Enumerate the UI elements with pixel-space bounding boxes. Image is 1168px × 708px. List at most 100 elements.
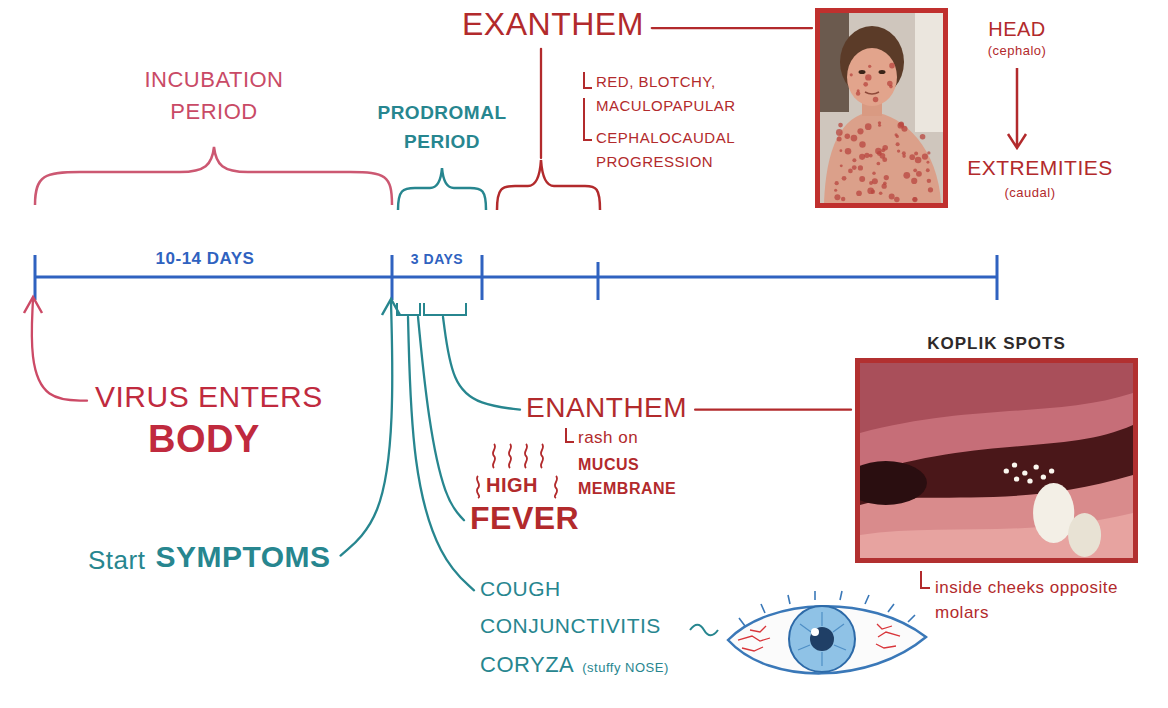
rash-spot	[857, 89, 860, 92]
rash-note: rash on	[578, 428, 638, 448]
rash-spot	[883, 182, 887, 186]
koplik-spot	[1027, 479, 1032, 484]
rash-spot	[922, 154, 928, 160]
rash-spot	[845, 148, 852, 155]
rash-spot	[836, 129, 843, 136]
body-part: HEAD	[988, 18, 1046, 41]
rash-spot	[913, 168, 917, 172]
exanthem-brace	[497, 160, 600, 210]
lower-lip	[860, 513, 1133, 558]
leader-line	[540, 49, 542, 158]
rash-spot	[834, 189, 837, 192]
symptom-label: COUGH	[480, 577, 561, 601]
body-part-note: (cephalo)	[988, 44, 1047, 59]
timeline-axis	[35, 276, 997, 279]
prodromal-brace	[398, 168, 486, 210]
symptom-note: (stuffy NOSE)	[582, 661, 668, 676]
child-mouth	[865, 92, 879, 94]
incubation-brace	[35, 147, 392, 205]
rash-spot	[884, 175, 889, 180]
leader-line	[443, 317, 520, 410]
leader-line	[408, 317, 474, 590]
event-label: Start	[88, 546, 145, 576]
child-eye	[879, 70, 886, 74]
rash-spots	[834, 63, 933, 202]
koplik-spot	[1022, 471, 1027, 476]
child-eye	[859, 70, 866, 74]
rash-spot	[859, 141, 865, 147]
photo-ground	[819, 12, 944, 203]
list-bracket	[584, 72, 592, 88]
rash-spot	[852, 158, 856, 162]
rash-spot	[880, 153, 886, 159]
list-bracket	[584, 98, 592, 140]
iris-line	[798, 612, 846, 666]
rash-spot	[834, 194, 840, 200]
rash-spot	[839, 149, 842, 152]
koplik-photo	[860, 363, 1133, 558]
symptom-arrow	[341, 302, 393, 556]
eye-highlight	[811, 628, 819, 636]
rash-spot	[927, 161, 930, 164]
koplik-spot	[1012, 463, 1017, 468]
rash-spot	[916, 171, 922, 177]
photo-heading: KOPLIK SPOTS	[855, 334, 1138, 354]
leader-line	[652, 27, 812, 29]
virus-arrow	[32, 299, 87, 401]
rash-spot	[840, 164, 843, 167]
duration-label: 10-14 DAYS	[156, 249, 255, 269]
photo-caption: inside cheeks opposite molars	[935, 576, 1125, 625]
rash-spot	[896, 142, 900, 146]
rash-spot	[863, 82, 868, 87]
rash-spot	[889, 194, 895, 200]
eye-illustration	[728, 591, 926, 673]
rash-spot	[845, 133, 850, 138]
rash-spot	[878, 124, 881, 127]
progression-arrow	[1008, 68, 1026, 148]
rash-spot	[865, 74, 871, 80]
koplik-spot	[1049, 469, 1054, 474]
rash-spot	[926, 168, 930, 172]
mouth-shadow	[860, 363, 1133, 558]
rash-spot	[912, 197, 917, 202]
rash-spot	[859, 154, 865, 160]
event-label: VIRUS ENTERS	[95, 380, 323, 415]
rash-spot	[909, 154, 915, 160]
rash-spot	[898, 122, 904, 128]
rash-spot	[889, 63, 895, 69]
rash-spot	[848, 169, 853, 174]
photo-frame	[818, 11, 946, 206]
rash-spot	[927, 179, 931, 183]
stage-heading: ENANTHEM	[526, 392, 687, 424]
tooth	[1033, 483, 1074, 543]
rash-spot	[882, 145, 888, 151]
symptom-label: CONJUNCTIVITIS	[480, 614, 661, 638]
rash-spot	[859, 176, 865, 182]
rash-spot	[872, 172, 875, 175]
upper-cheek	[860, 363, 1133, 475]
stage-heading: INCUBATION PERIOD	[114, 64, 314, 128]
rash-spot	[877, 162, 881, 166]
rash-spot	[896, 135, 899, 138]
rash-spot	[914, 151, 918, 155]
rash-spot	[928, 187, 933, 192]
rash-spot	[850, 73, 853, 76]
symptom-label: CORYZA	[480, 652, 574, 677]
tilde-mark	[690, 625, 718, 636]
symptom-bracket	[397, 303, 466, 315]
event-label: BODY	[148, 418, 260, 462]
child-torso	[824, 112, 941, 203]
rash-spot	[894, 197, 900, 203]
rash-spot	[835, 181, 839, 185]
rash-spot	[912, 197, 917, 202]
rash-spot	[865, 123, 872, 130]
rash-spot	[867, 187, 874, 194]
rash-spot	[852, 165, 857, 170]
rash-spot	[903, 172, 910, 179]
rash-spot	[920, 134, 926, 140]
koplik-spot	[1041, 475, 1046, 480]
photo-frame	[855, 358, 1138, 563]
event-label: SYMPTOMS	[155, 540, 330, 575]
koplik-spot	[1014, 477, 1019, 482]
